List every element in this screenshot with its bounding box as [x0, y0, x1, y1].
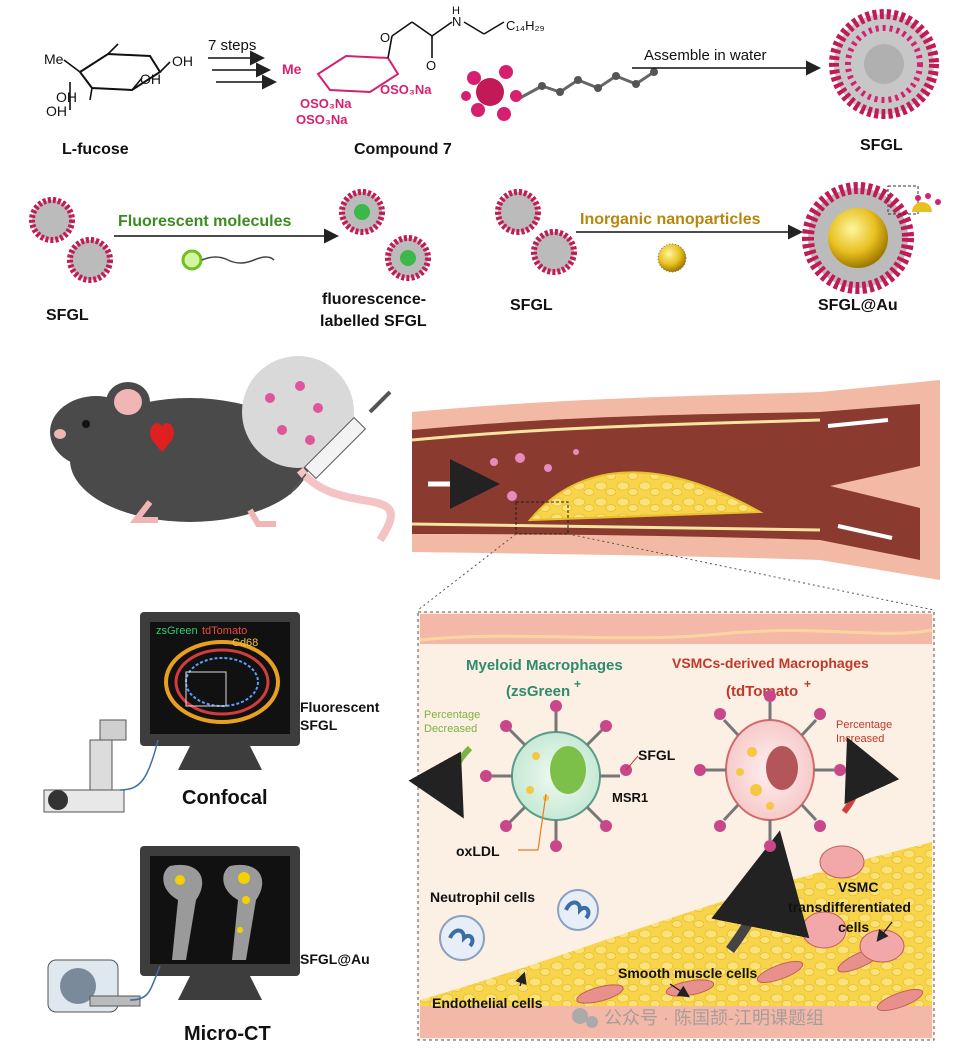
- myeloid-title: Myeloid Macrophages: [466, 657, 623, 674]
- sfgl-micelle-left-1: [29, 197, 75, 243]
- neutrophil-label: Neutrophil cells: [430, 889, 535, 905]
- oso3na-label-3: OSO₃Na: [296, 112, 348, 127]
- vsmc-title: VSMCs-derived Macrophages: [672, 655, 869, 671]
- vsmc-sub: (tdTomato: [726, 683, 798, 700]
- me-pink-label: Me: [282, 61, 302, 77]
- heart-icon: [150, 423, 174, 452]
- confocal-label: Confocal: [182, 787, 268, 809]
- myeloid-sup: +: [574, 677, 581, 691]
- sfgl-micelle-left-2: [67, 237, 113, 283]
- oxldl-callout-line: [518, 793, 547, 851]
- steps-arrows: [208, 50, 277, 90]
- compound-7-label: Compound 7: [354, 141, 452, 158]
- zoom-guides: [417, 533, 935, 611]
- microct-label: Micro-CT: [184, 1023, 271, 1045]
- microct-monitor: [140, 846, 300, 1000]
- endothelial-label: Endothelial cells: [432, 995, 543, 1011]
- smooth-muscle-arrow: [669, 983, 690, 998]
- sfgl-micelle-large: [829, 9, 939, 119]
- fluorophore-icon: [181, 249, 275, 271]
- vsmc-trans-1: VSMC: [838, 879, 878, 895]
- sfgl-product-label: SFGL: [860, 137, 903, 154]
- pct-decreased-1: Percentage: [424, 709, 480, 721]
- syringe-icon: [289, 390, 392, 495]
- oso3na-label-2: OSO₃Na: [300, 96, 352, 111]
- smooth-muscle-cells: [576, 947, 924, 1012]
- pct-decreased-2: Decreased: [424, 723, 477, 735]
- msr1-callout: MSR1: [612, 790, 648, 805]
- c14-label: C₁₄H₂₉: [506, 18, 545, 33]
- endothelial-arrow: [515, 971, 527, 987]
- carbonyl-o-label: O: [426, 58, 436, 73]
- sfgl-micelle-labelled-1: [339, 189, 385, 235]
- steps-label: 7 steps: [208, 37, 256, 54]
- oso3na-label-1: OSO₃Na: [380, 82, 432, 97]
- artery-illustration: [411, 380, 940, 580]
- legend-tdtomato: tdTomato: [202, 625, 247, 637]
- l-fucose-label: L-fucose: [62, 141, 129, 158]
- neutrophil-cells: [439, 889, 599, 961]
- sfgl-input-right: SFGL: [510, 297, 553, 314]
- vsmc-trans-arrow: [876, 921, 893, 942]
- oh-label-4: OH: [46, 103, 67, 119]
- sfgl-micelle-labelled-2: [385, 235, 431, 281]
- confocal-monitor: [140, 612, 300, 770]
- fluorescent-sfgl-line1: Fluorescent: [300, 699, 380, 715]
- decrease-arrow: [408, 745, 473, 819]
- sfgl-micelle-right-1: [495, 189, 541, 235]
- sfgl-input-left: SFGL: [46, 307, 89, 324]
- plaque-panel: [417, 611, 935, 1041]
- l-fucose-structure: Me OH OH OH OH: [44, 43, 193, 119]
- fluor-product-line1: fluorescence-: [322, 291, 426, 308]
- increase-arrow: [841, 737, 900, 814]
- sfgl-au-particle: [802, 182, 941, 294]
- fluor-product-line2: labelled SFGL: [320, 313, 427, 330]
- myeloid-macrophage-cell: [480, 700, 632, 852]
- microscope-icon: [43, 719, 159, 813]
- me-label: Me: [44, 51, 64, 67]
- myeloid-sub: (zsGreen: [506, 683, 570, 700]
- o-label: O: [380, 30, 390, 45]
- pct-increased-2: Increased: [836, 733, 884, 745]
- vsmc-macrophage-cell: [694, 690, 846, 852]
- oh-label-2: OH: [140, 71, 161, 87]
- pct-increased-1: Percentage: [836, 719, 892, 731]
- watermark: 公众号 · 陈国颉-江明课题组: [572, 1008, 824, 1028]
- oh-label-3: OH: [56, 89, 77, 105]
- compound-7-structure: O O N H C₁₄H₂₉ Me OSO₃Na OSO₃Na OSO₃Na: [282, 5, 545, 127]
- ct-scanner-icon: [47, 959, 161, 1013]
- sfgl-micelle-right-2: [531, 229, 577, 275]
- legend-zsgreen: zsGreen: [156, 625, 198, 637]
- oxldl-callout: oxLDL: [456, 843, 500, 859]
- vsmc-sup: +: [804, 677, 811, 691]
- fluorescent-molecules-label: Fluorescent molecules: [118, 213, 291, 230]
- sfgl-au-product-label: SFGL@Au: [818, 297, 898, 314]
- oh-label-1: OH: [172, 53, 193, 69]
- n-label: N: [452, 14, 461, 29]
- nanoparticle-solution: [242, 356, 354, 468]
- sfgl-au-ct-label: SFGL@Au: [300, 951, 370, 967]
- inorganic-label: Inorganic nanoparticles: [580, 211, 761, 228]
- ball-stick-model: [461, 65, 658, 121]
- vsmc-trans-3: cells: [838, 919, 869, 935]
- smooth-muscle-label: Smooth muscle cells: [618, 965, 757, 981]
- assemble-label: Assemble in water: [644, 47, 767, 64]
- watermark-text: 公众号 · 陈国颉-江明课题组: [604, 1008, 824, 1028]
- sfgl-callout: SFGL: [638, 747, 676, 763]
- gold-nanoparticle-icon: [657, 243, 687, 273]
- sfgl-callout-line: [625, 755, 639, 771]
- h-label: H: [452, 5, 460, 17]
- vsmc-trans-2: transdifferentiated: [788, 899, 911, 915]
- legend-cd68: Cd68: [232, 637, 258, 649]
- fluorescent-sfgl-line2: SFGL: [300, 717, 338, 733]
